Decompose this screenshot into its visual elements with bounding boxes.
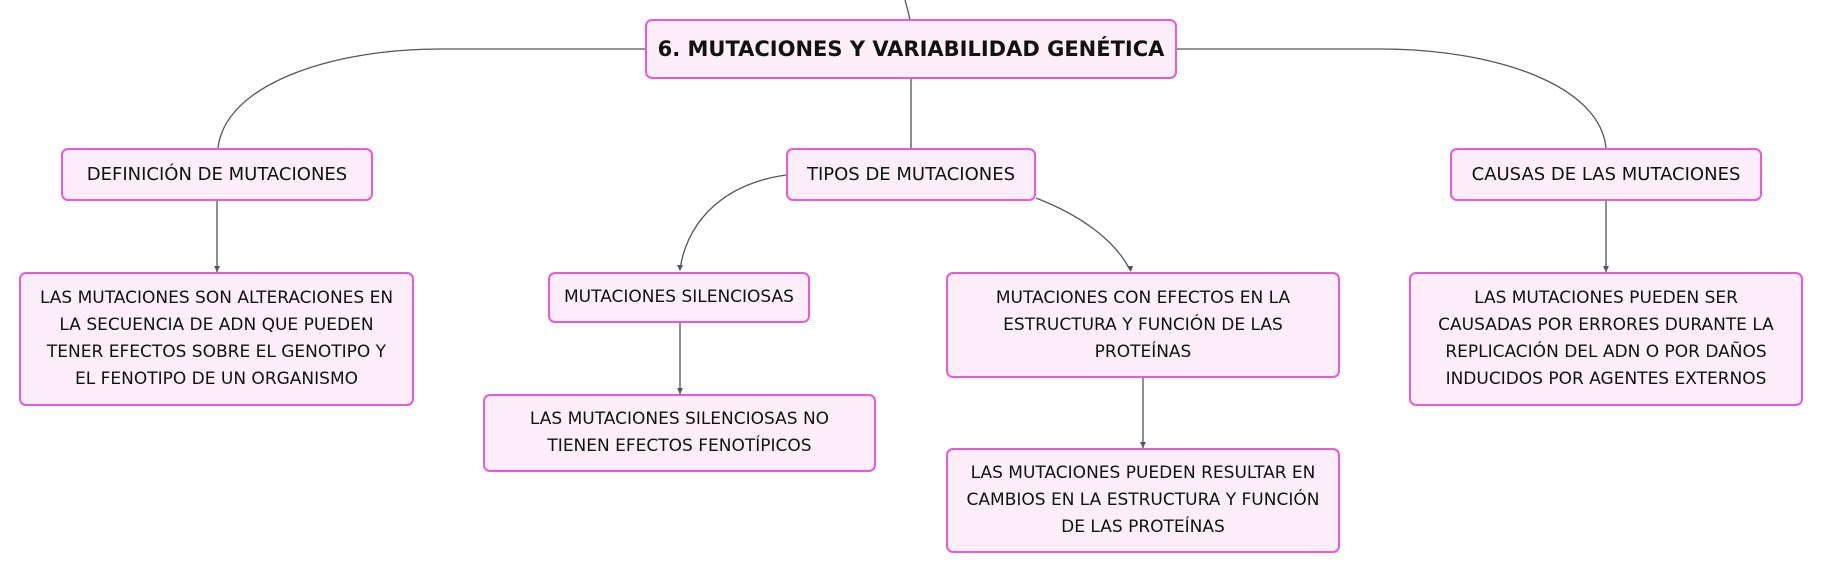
connector-root-definicion [217, 48, 645, 149]
node-efectos-detalle[interactable]: LAS MUTACIONES PUEDEN RESULTAR EN CAMBIO… [946, 448, 1340, 553]
connector-root-parent [904, 0, 911, 21]
connector-tipos-efectos [1035, 197, 1131, 271]
arrowhead-causas-detalle [1603, 266, 1609, 272]
arrowhead-definicion-detalle [214, 266, 220, 272]
node-silenciosas-detalle[interactable]: LAS MUTACIONES SILENCIOSAS NO TIENEN EFE… [483, 394, 876, 472]
arrowhead-silenciosas-detalle [677, 388, 683, 394]
node-tipos[interactable]: TIPOS DE MUTACIONES [786, 148, 1036, 201]
node-definicion-detalle[interactable]: LAS MUTACIONES SON ALTERACIONES EN LA SE… [19, 272, 414, 406]
arrowhead-tipos-efectos [1127, 266, 1133, 272]
connector-root-causas [1177, 48, 1607, 149]
node-causas[interactable]: CAUSAS DE LAS MUTACIONES [1450, 148, 1762, 201]
arrowhead-efectos-detalle [1140, 442, 1146, 448]
node-silenciosas[interactable]: MUTACIONES SILENCIOSAS [548, 272, 810, 323]
root-node[interactable]: 6. MUTACIONES Y VARIABILIDAD GENÉTICA [645, 19, 1177, 79]
arrowhead-tipos-silenciosas [677, 265, 683, 271]
node-efectos[interactable]: MUTACIONES CON EFECTOS EN LA ESTRUCTURA … [946, 272, 1340, 378]
node-causas-detalle[interactable]: LAS MUTACIONES PUEDEN SER CAUSADAS POR E… [1409, 272, 1803, 406]
connector-tipos-silenciosas [679, 174, 787, 271]
node-definicion[interactable]: DEFINICIÓN DE MUTACIONES [61, 148, 373, 201]
